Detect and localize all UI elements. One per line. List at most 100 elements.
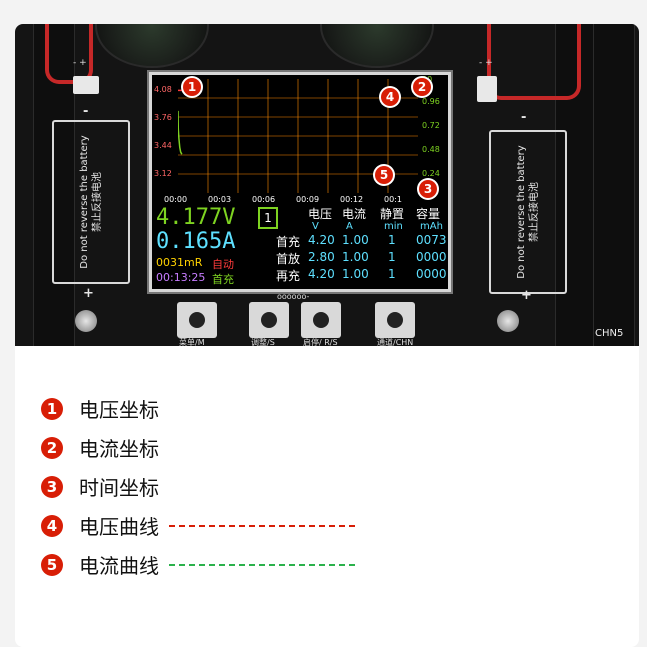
x-tick-time: 00:03: [208, 195, 232, 204]
table-unit: A: [346, 221, 353, 232]
table-cell: 1: [388, 233, 396, 247]
red-wire-right: [487, 24, 581, 100]
y-tick-voltage: 3.44: [154, 141, 172, 150]
table-cell: 0073: [416, 233, 447, 247]
marker-5: 5: [375, 166, 393, 184]
battery-warning-cn: 禁止反接电池: [92, 172, 103, 233]
battery-warning-en: Do not reverse the battery: [516, 145, 527, 279]
table-cell: 4.20: [308, 267, 335, 281]
y-tick-current: 0.96: [422, 97, 440, 106]
legend-text: 电压曲线: [79, 515, 159, 539]
table-header: 电流: [342, 207, 367, 221]
connector-left-label: - +: [73, 58, 87, 68]
channel-indicator: 1: [258, 207, 278, 229]
y-tick-voltage: 4.08: [154, 85, 172, 94]
marker-2: 2: [413, 78, 431, 96]
table-cell: 4.20: [308, 233, 335, 247]
legend-line-sample: [169, 563, 355, 566]
legend-number-badge: 5: [41, 553, 63, 576]
hardware-button-label: 菜单/M: [179, 338, 205, 346]
connector-right: [477, 76, 497, 102]
table-row-name: 再充: [276, 269, 301, 283]
marker-1: 1: [183, 78, 201, 96]
table-cell: 1: [388, 267, 396, 281]
table-unit: V: [312, 221, 319, 232]
table-cell: 1.00: [342, 250, 369, 264]
hardware-button[interactable]: [375, 302, 415, 338]
table-header: 静置: [380, 207, 405, 221]
table-cell: 1: [388, 250, 396, 264]
y-tick-voltage: 3.76: [154, 113, 172, 122]
legend-text: 电流坐标: [79, 437, 159, 461]
legend-item: 2 电流坐标: [41, 433, 159, 462]
y-tick-current: 0.24: [422, 169, 440, 178]
hardware-button[interactable]: [177, 302, 217, 338]
legend-text: 时间坐标: [79, 476, 159, 500]
battery-right-plus: +: [521, 288, 532, 303]
hardware-button[interactable]: [301, 302, 341, 338]
table-header: 容量: [416, 207, 441, 221]
legend-number-badge: 4: [41, 514, 63, 537]
current-curve: [178, 110, 183, 155]
connector-right-label: - +: [479, 58, 493, 68]
legend-number-badge: 2: [41, 436, 63, 459]
hardware-button-label: 启停/ R/S: [303, 338, 338, 346]
legend-text: 电流曲线: [79, 554, 159, 578]
battery-holder-right-edge: [593, 24, 635, 346]
y-tick-current: 0.72: [422, 121, 440, 130]
legend-number-badge: 3: [41, 475, 63, 498]
table-row-name: 首放: [276, 252, 301, 266]
table-cell: 2.80: [308, 250, 335, 264]
screw-left: [75, 310, 97, 332]
table-unit: mAh: [420, 221, 443, 232]
table-cell: 0000: [416, 267, 447, 281]
battery-warning-right: Do not reverse the battery 禁止反接电池: [515, 145, 541, 278]
x-tick-time: 00:06: [252, 195, 276, 204]
hardware-button-label: 通道/CHN: [377, 338, 414, 346]
cooling-fan-right: [320, 24, 434, 68]
x-tick-time: 00:09: [296, 195, 320, 204]
legend-item: 1 电压坐标: [41, 394, 159, 423]
lcd-screen: 4.083.763.443.12 20A0.960.720.480.24 00:…: [149, 72, 451, 292]
battery-outline-right: Do not reverse the battery 禁止反接电池: [489, 130, 567, 294]
cooling-fan-left: [95, 24, 209, 68]
step-reading: 首充: [212, 273, 234, 286]
table-cell: 0000: [416, 250, 447, 264]
connector-left: [73, 76, 99, 94]
dots-label: oooooo-: [277, 292, 310, 301]
legend-item: 3 时间坐标: [41, 472, 159, 501]
y-tick-current: 0.48: [422, 145, 440, 154]
product-card: - + - + Do not reverse the battery 禁止反接电…: [15, 24, 639, 647]
red-wire-left: [45, 24, 93, 84]
legend-item: 4 电压曲线: [41, 511, 355, 540]
battery-warning-en: Do not reverse the battery: [79, 135, 90, 269]
marker-4: 4: [381, 88, 399, 106]
table-row-name: 首充: [276, 235, 301, 249]
screw-right: [497, 310, 519, 332]
x-tick-time: 00:12: [340, 195, 364, 204]
hardware-button-label: 调整/S: [251, 338, 275, 346]
circuit-board-photo: - + - + Do not reverse the battery 禁止反接电…: [15, 24, 639, 346]
voltage-reading: 4.177V: [156, 205, 236, 230]
battery-warning-cn: 禁止反接电池: [529, 182, 540, 243]
legend-text: 电压坐标: [79, 398, 159, 422]
x-tick-time: 00:00: [164, 195, 188, 204]
legend-item: 5 电流曲线: [41, 550, 355, 579]
table-cell: 1.00: [342, 267, 369, 281]
legend-number-badge: 1: [41, 397, 63, 420]
battery-right-minus: -: [521, 110, 527, 125]
battery-outline-left: Do not reverse the battery 禁止反接电池: [52, 120, 130, 284]
hardware-button[interactable]: [249, 302, 289, 338]
table-unit: min: [384, 221, 403, 232]
legend-line-sample: [169, 524, 355, 527]
battery-left-plus: +: [83, 286, 94, 301]
resistance-reading: 0031mR: [156, 256, 203, 269]
table-header: 电压: [308, 207, 333, 221]
mode-reading: 自动: [212, 258, 234, 271]
y-tick-voltage: 3.12: [154, 169, 172, 178]
marker-3: 3: [419, 180, 437, 198]
channel-label: CHN5: [595, 328, 624, 339]
battery-warning-left: Do not reverse the battery 禁止反接电池: [78, 135, 104, 268]
table-cell: 1.00: [342, 233, 369, 247]
current-reading: 0.165A: [156, 229, 236, 254]
